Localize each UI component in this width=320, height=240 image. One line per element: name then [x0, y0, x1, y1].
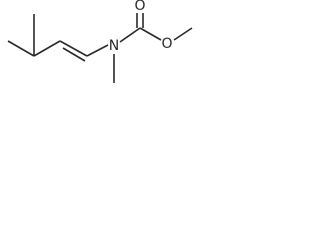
bond-carbonyl-ester-oxygen: [139, 27, 162, 41]
bond-c1-c2: [7, 40, 35, 57]
bond-c4-c5-double: [62, 47, 86, 62]
bond-c2-c4: [33, 40, 61, 57]
bond-c4-c5-single: [59, 40, 88, 57]
bond-ester-oxygen-methyl: [173, 27, 193, 41]
bond-c5-n: [86, 44, 109, 57]
nitrogen-atom-label: N: [109, 38, 119, 54]
bond-n-carbonyl: [119, 27, 141, 43]
carbonyl-oxygen-label: O: [134, 0, 145, 14]
chemical-structure-diagram: N O O: [7, 0, 193, 83]
ester-oxygen-label: O: [161, 36, 172, 52]
